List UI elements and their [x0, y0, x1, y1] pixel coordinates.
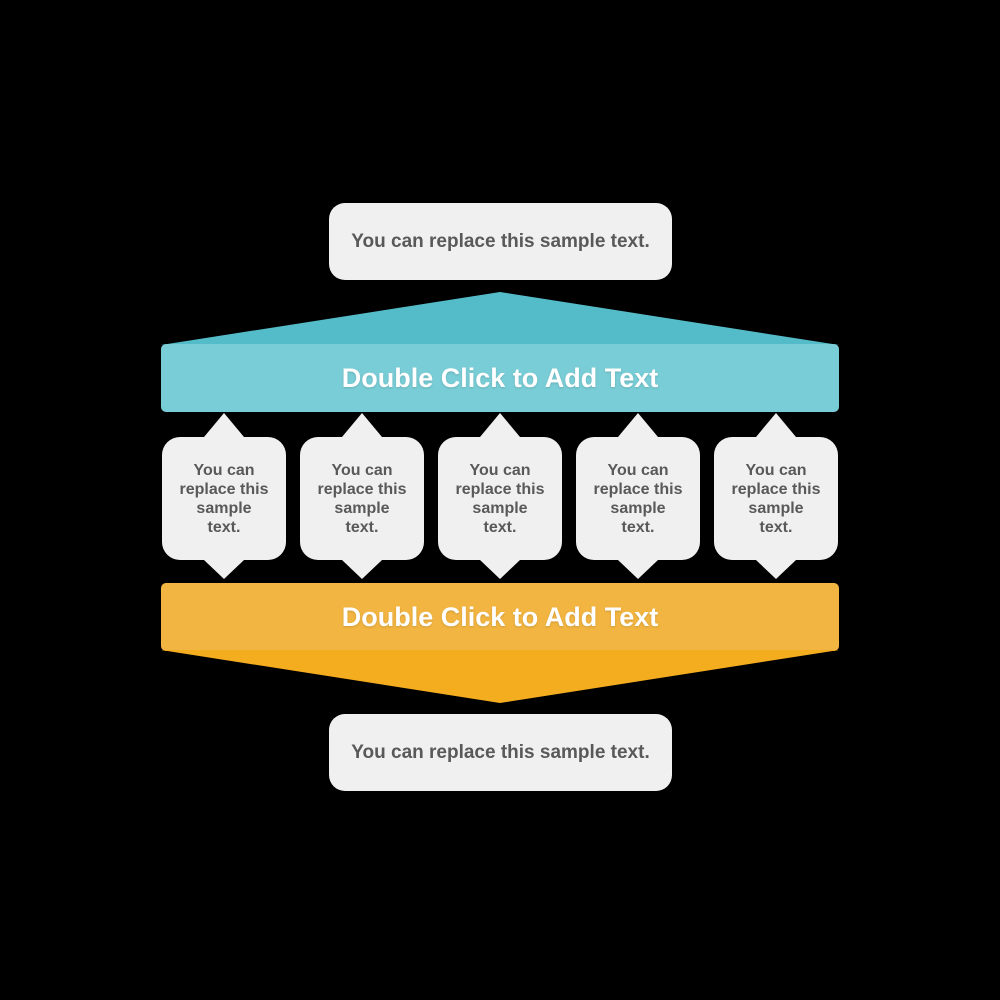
callout-box-4[interactable]: You can replace this sample text.: [576, 413, 700, 579]
callout-text-1: You can replace this sample text.: [179, 461, 269, 536]
yellow-banner-label: Double Click to Add Text: [341, 601, 659, 632]
bottom-note-text: You can replace this sample text.: [351, 741, 650, 763]
callout-text-5: You can replace this sample text.: [731, 461, 821, 536]
yellow-banner[interactable]: Double Click to Add Text: [161, 583, 839, 651]
callout-text-2: You can replace this sample text.: [317, 461, 407, 536]
yellow-chevron-down: [161, 650, 839, 703]
teal-chevron-up: [161, 292, 839, 345]
bottom-note-box[interactable]: You can replace this sample text.: [329, 714, 672, 791]
top-note-box[interactable]: You can replace this sample text.: [329, 203, 672, 280]
teal-banner[interactable]: Double Click to Add Text: [161, 344, 839, 412]
teal-banner-label: Double Click to Add Text: [341, 362, 659, 393]
callout-box-5[interactable]: You can replace this sample text.: [714, 413, 838, 579]
callout-box-1[interactable]: You can replace this sample text.: [162, 413, 286, 579]
callout-box-2[interactable]: You can replace this sample text.: [300, 413, 424, 579]
callout-text-3: You can replace this sample text.: [455, 461, 545, 536]
top-note-text: You can replace this sample text.: [351, 230, 650, 252]
callout-text-4: You can replace this sample text.: [593, 461, 683, 536]
callout-box-3[interactable]: You can replace this sample text.: [438, 413, 562, 579]
